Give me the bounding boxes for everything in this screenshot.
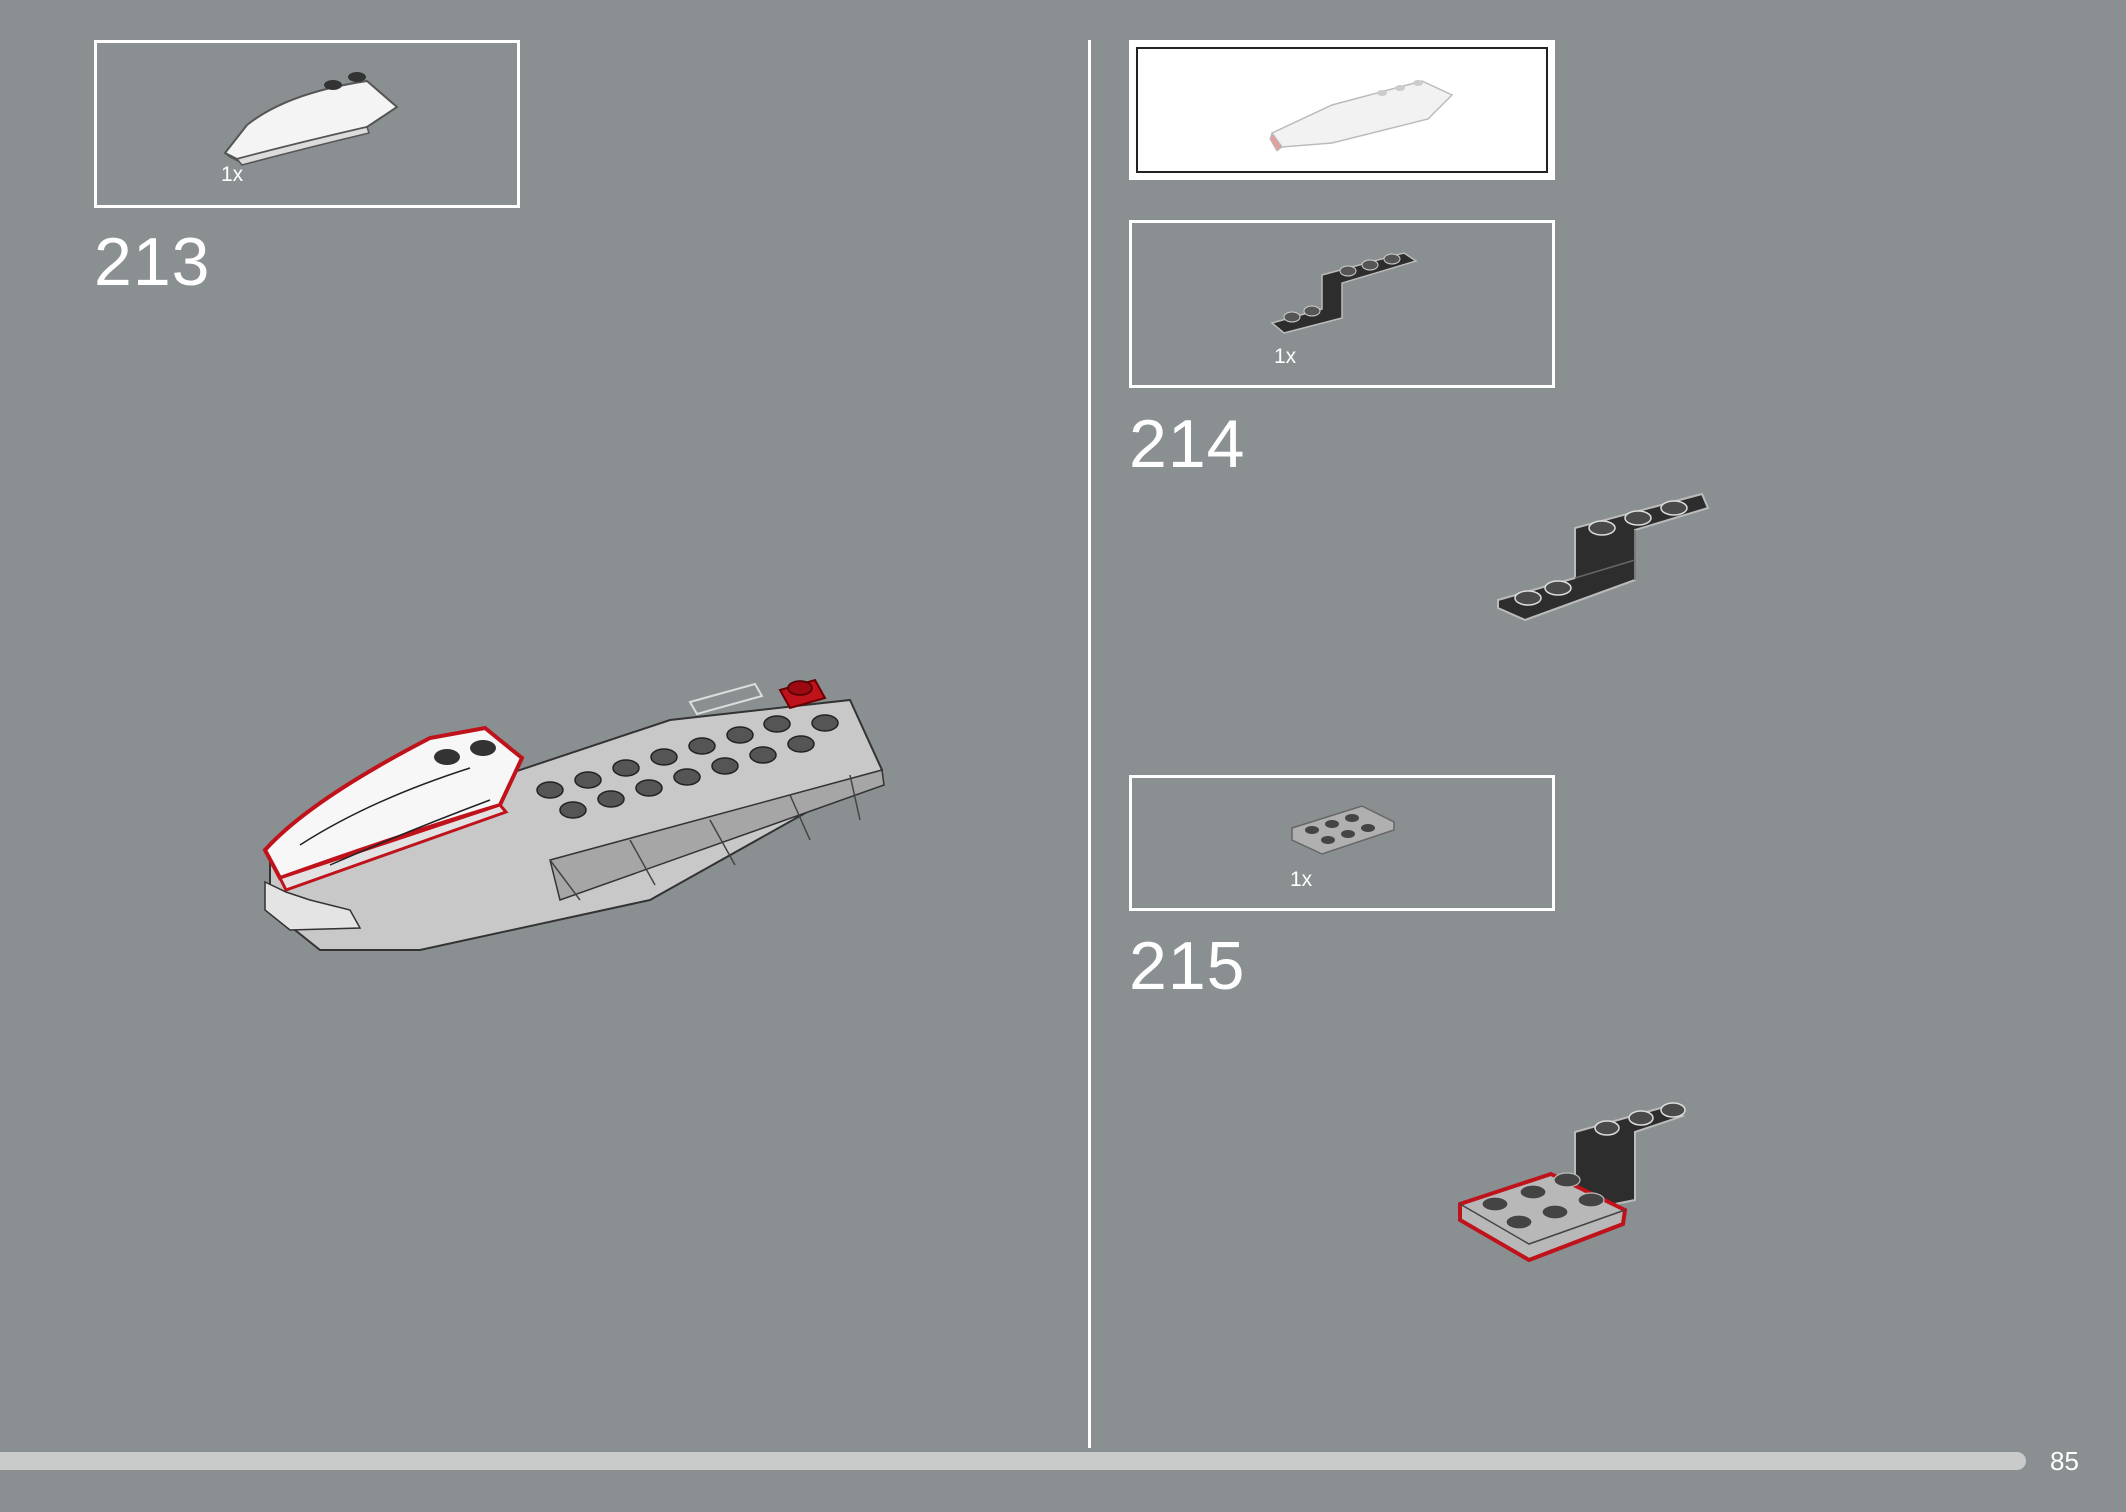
page-number: 85 [2050, 1446, 2079, 1476]
step-number-215: 215 [1129, 928, 1246, 1004]
step-215-assembly-illustration [1458, 1102, 1686, 1263]
parts-callout-step-213: 1x [94, 40, 520, 208]
part-quantity: 1x [1290, 868, 1313, 891]
black-bracket-plate-icon [1270, 252, 1418, 334]
parts-callout-step-214: 1x [1129, 220, 1555, 388]
white-wedge-plate-icon [223, 72, 399, 166]
progress-bar [0, 1452, 2026, 1470]
part-quantity: 1x [1274, 345, 1297, 368]
step-number-213: 213 [94, 224, 211, 300]
step-number-214: 214 [1129, 406, 1246, 482]
step-214-assembly-illustration [1497, 492, 1710, 622]
part-quantity: 1x [221, 163, 244, 186]
sub-assembly-preview-icon [1269, 80, 1454, 152]
step-213-assembly-illustration [262, 678, 885, 951]
page-divider [1088, 40, 1091, 1448]
grey-2x3-plate-icon [1291, 805, 1395, 855]
sub-assembly-callout [1129, 40, 1555, 180]
parts-callout-step-215: 1x [1129, 775, 1555, 911]
